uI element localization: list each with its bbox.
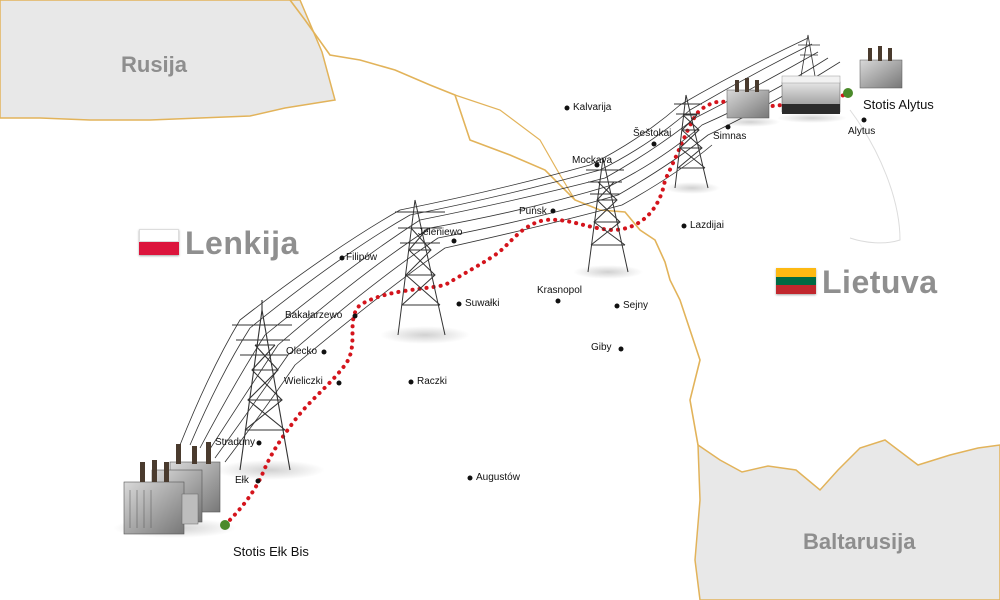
label-belarus: Baltarusija [803,529,916,554]
flag-poland [139,229,179,255]
flag-lithuania-red [776,285,816,294]
city-mockava: Mockava [572,155,613,166]
city-punsk: Puńsk [519,206,547,217]
poland-lithuania-border [289,0,701,446]
pylon-4 [674,94,709,189]
city-lazdijai: Lazdijai [690,220,724,231]
pylon-5 [798,34,820,83]
city-bakalarzewo: Bakałarzewo [285,310,343,321]
transformer-elk [113,442,237,538]
city-straduny: Straduny [215,437,256,448]
city-simnas: Simnas [713,131,747,142]
label-lithuania: Lietuva [822,264,938,300]
russia-lithuania-border [454,94,576,201]
city-krasnopol: Krasnopol [537,285,583,296]
city-olecko: Olecko [286,346,318,357]
city-augustow: Augustów [476,472,520,483]
city-elk: Ełk [235,475,249,486]
city-wieliczki: Wieliczki [284,376,323,387]
belarus-region [694,439,1000,600]
pylon-2 [395,199,446,336]
city-jeleniewo: Jeleniewo [418,227,463,238]
flag-lithuania [776,268,816,294]
city-filipow: Filipów [346,252,378,263]
pylon-1 [232,300,292,471]
label-russia: Rusija [121,52,188,77]
pylon-3 [586,157,629,273]
station-label-elk[interactable]: Stotis Ełk Bis [233,544,309,559]
label-poland: Lenkija [185,225,299,261]
flag-lithuania-green [776,277,816,285]
city-alytus: Alytus [848,126,876,137]
flag-poland-white [139,229,179,242]
region-curve [849,109,901,244]
transformer-alytus [720,46,903,127]
city-kalvarija: Kalvarija [573,102,612,113]
flag-poland-red [139,242,179,255]
russia-region [0,0,336,121]
flag-lithuania-yellow [776,268,816,277]
city-raczki: Raczki [417,376,448,387]
station-dot-alytus[interactable] [843,88,853,98]
city-sestokai: Šeštokai [633,128,672,139]
station-label-alytus[interactable]: Stotis Alytus [863,97,934,112]
city-giby: Giby [591,342,612,353]
city-sejny: Sejny [623,300,649,311]
city-suwalki: Suwałki [465,298,500,309]
station-dot-elk[interactable] [220,520,230,530]
power-lines [179,37,841,463]
city-dots [255,105,867,484]
